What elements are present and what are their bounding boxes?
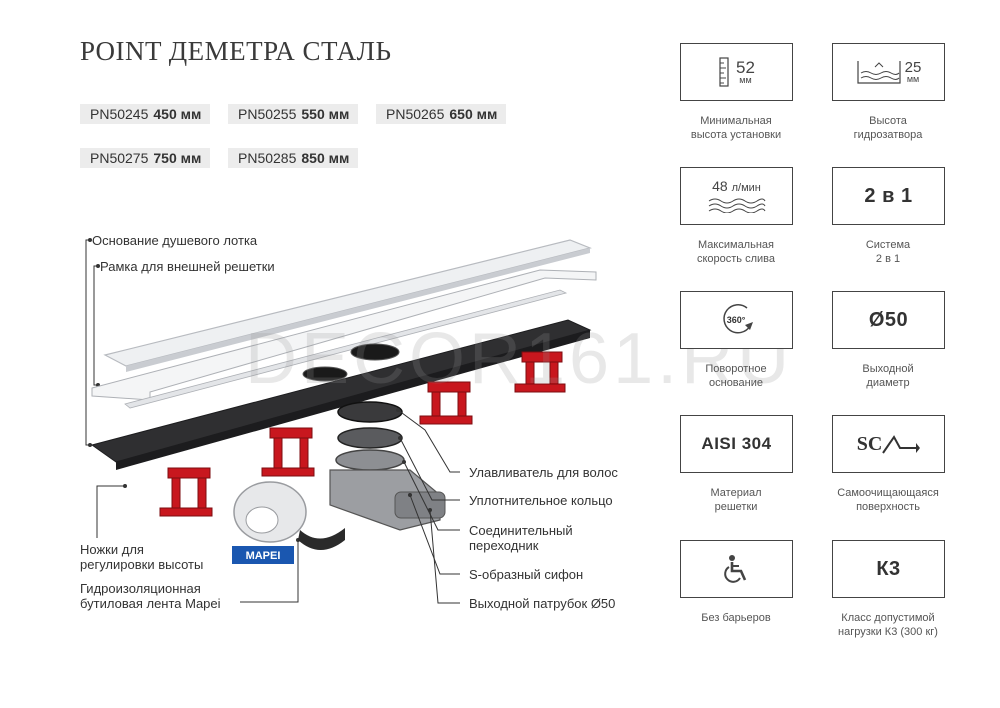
- mapei-logo: MAPEI: [246, 550, 281, 562]
- caption-line: Минимальная: [700, 115, 772, 127]
- feature-value: 52: [736, 58, 755, 77]
- feature-material: AISI 304: [680, 415, 793, 473]
- flow-waves-icon: [708, 198, 765, 213]
- caption-line: Материал: [710, 487, 762, 499]
- caption-line: высота установки: [690, 129, 782, 141]
- feature-unit: мм: [906, 74, 920, 84]
- sku-size: 750 мм: [153, 150, 202, 166]
- caption-line: Самоочищающаяся: [837, 487, 939, 499]
- callout-adapter-line1: Соединительный: [469, 523, 573, 538]
- caption-line: Класс допустимой: [841, 612, 935, 624]
- rotate-360-icon: 360°: [722, 304, 753, 334]
- feature-water-seal: 25 мм: [832, 43, 945, 101]
- callout-hair-catcher: Улавливатель для волос: [469, 465, 618, 480]
- caption-line: 2 в 1: [875, 253, 901, 265]
- feature-value: 48: [712, 178, 728, 194]
- caption-line: решетки: [714, 501, 758, 513]
- feature-value: 25: [904, 59, 922, 76]
- caption-line: Система: [865, 239, 911, 251]
- feature-self-cleaning: SC: [832, 415, 945, 473]
- feature-unit: мм: [739, 75, 752, 85]
- callout-frame: Рамка для внешней решетки: [100, 259, 275, 274]
- caption-line: Поворотное: [705, 363, 767, 375]
- caption-line: диаметр: [866, 377, 910, 389]
- caption-line: основание: [709, 377, 763, 389]
- water-level-icon: [857, 61, 901, 84]
- feature-caption: Система 2 в 1: [813, 238, 963, 266]
- feature-caption: Выходной диаметр: [813, 362, 963, 390]
- feature-unit: л/мин: [731, 182, 761, 194]
- feature-caption: Поворотное основание: [661, 362, 811, 390]
- caption-line: Без барьеров: [701, 612, 771, 624]
- feature-flow-rate: 48 л/мин: [680, 167, 793, 225]
- product-illustration: MAPEI: [85, 238, 597, 604]
- sku-size: 550 мм: [301, 106, 350, 122]
- caption-line: нагрузки К3 (300 кг): [838, 626, 938, 638]
- feature-value: AISI 304: [701, 434, 772, 453]
- sku-code: PN50255: [238, 106, 297, 122]
- sku-size: 450 мм: [153, 106, 202, 122]
- caption-line: Высота: [869, 115, 907, 127]
- feature-caption: Минимальная высота установки: [661, 114, 811, 142]
- callout-adapter-line2: переходник: [469, 538, 539, 553]
- feature-value: 360°: [726, 315, 745, 325]
- caption-line: поверхность: [856, 501, 920, 513]
- callout-base: Основание душевого лотка: [92, 233, 258, 248]
- sku-code: PN50265: [386, 106, 445, 122]
- caption-line: скорость слива: [696, 253, 775, 265]
- self-cleaning-icon: [882, 435, 921, 454]
- sku-size: 850 мм: [301, 150, 350, 166]
- feature-caption: Материал решетки: [661, 486, 811, 514]
- feature-caption: Самоочищающаяся поверхность: [813, 486, 963, 514]
- page-title: POINT ДЕМЕТРА СТАЛЬ: [80, 36, 392, 66]
- feature-caption: Максимальная скорость слива: [661, 238, 811, 266]
- callout-siphon: S-образный сифон: [469, 567, 584, 582]
- feature-value: SC: [856, 432, 883, 455]
- callout-tape-line2: бутиловая лента Mapei: [80, 596, 221, 611]
- sku-code: PN50275: [90, 150, 149, 166]
- feature-2in1: 2 в 1: [832, 167, 945, 225]
- feature-load-class: К3: [832, 540, 945, 598]
- feature-value: Ø50: [868, 308, 909, 331]
- feature-outlet-diameter: Ø50: [832, 291, 945, 349]
- sku-code: PN50245: [90, 106, 149, 122]
- wheelchair-icon: [723, 555, 746, 583]
- sku-size: 650 мм: [449, 106, 498, 122]
- feature-caption: Без барьеров: [661, 611, 811, 625]
- callout-tape-line1: Гидроизоляционная: [80, 581, 201, 596]
- callout-seal-ring: Уплотнительное кольцо: [469, 493, 613, 508]
- feature-min-height: 52 мм: [680, 43, 793, 101]
- caption-line: гидрозатвора: [853, 129, 923, 141]
- feature-value: 2 в 1: [864, 184, 913, 207]
- feature-caption: Класс допустимой нагрузки К3 (300 кг): [813, 611, 963, 639]
- sku-code: PN50285: [238, 150, 297, 166]
- callout-legs-line2: регулировки высоты: [80, 557, 204, 572]
- feature-caption: Высота гидрозатвора: [813, 114, 963, 142]
- caption-line: Максимальная: [698, 239, 774, 251]
- feature-barrier-free: [680, 540, 793, 598]
- ruler-icon: [719, 57, 729, 87]
- caption-line: Выходной: [862, 363, 914, 375]
- callout-legs-line1: Ножки для: [80, 542, 144, 557]
- feature-rotating-base: 360°: [680, 291, 793, 349]
- callout-outlet: Выходной патрубок Ø50: [469, 596, 616, 611]
- feature-value: К3: [876, 557, 901, 580]
